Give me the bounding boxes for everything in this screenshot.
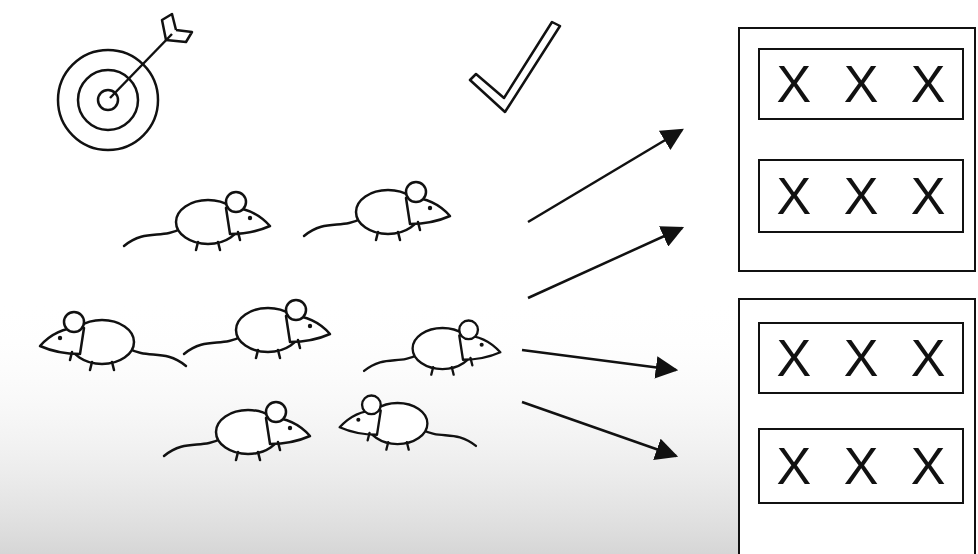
arrow-fletching — [162, 14, 192, 42]
pointer-arrow — [528, 130, 682, 222]
target-icon — [58, 14, 192, 150]
process-box: X X X — [758, 159, 964, 233]
pointer-arrow — [522, 402, 676, 456]
pointer-arrows — [522, 130, 682, 456]
group-box: X X X X X X — [738, 298, 976, 554]
mouse — [40, 312, 186, 370]
mouse — [340, 396, 476, 450]
pointer-arrow — [528, 228, 682, 298]
box-text: X X X — [777, 440, 946, 492]
process-box: X X X — [758, 48, 964, 120]
mouse — [164, 402, 310, 460]
floor-shade — [0, 300, 740, 554]
group-box: X X X X X X — [738, 27, 976, 272]
mouse — [124, 192, 270, 250]
checkmark — [470, 22, 560, 112]
pointer-arrow — [522, 350, 676, 370]
box-text: X X X — [777, 332, 946, 384]
mouse — [364, 321, 500, 375]
target-arrow — [110, 34, 172, 98]
process-box: X X X — [758, 322, 964, 394]
box-text: X X X — [777, 58, 946, 110]
box-text: X X X — [777, 170, 946, 222]
process-box: X X X — [758, 428, 964, 504]
mouse — [304, 182, 450, 240]
mouse — [184, 300, 330, 358]
